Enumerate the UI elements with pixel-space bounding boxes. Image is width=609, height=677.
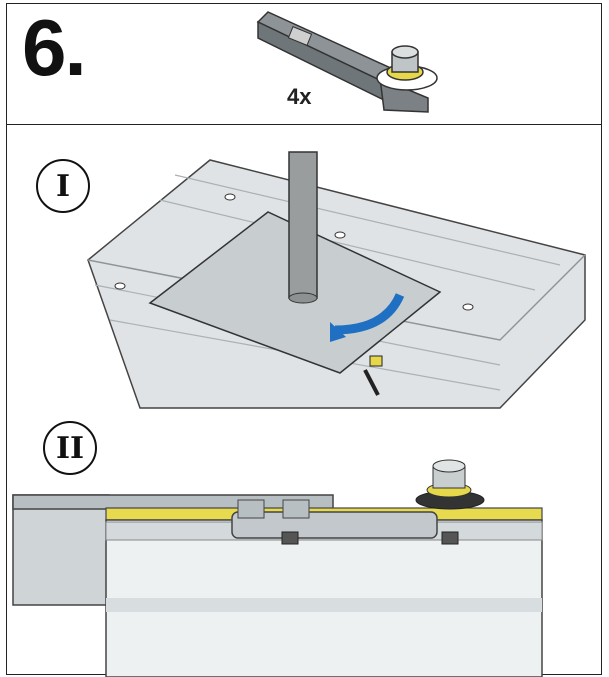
quantity-label: 4x [287,84,312,109]
panel-i-illustration [87,151,586,409]
panel-ii-illustration [12,459,543,677]
panel-label-ii: II [43,421,97,475]
bracket-with-bolt-icon [256,11,438,113]
header-divider [6,124,602,125]
step-number: 6. [22,3,87,92]
panel-label-i: I [36,159,90,213]
